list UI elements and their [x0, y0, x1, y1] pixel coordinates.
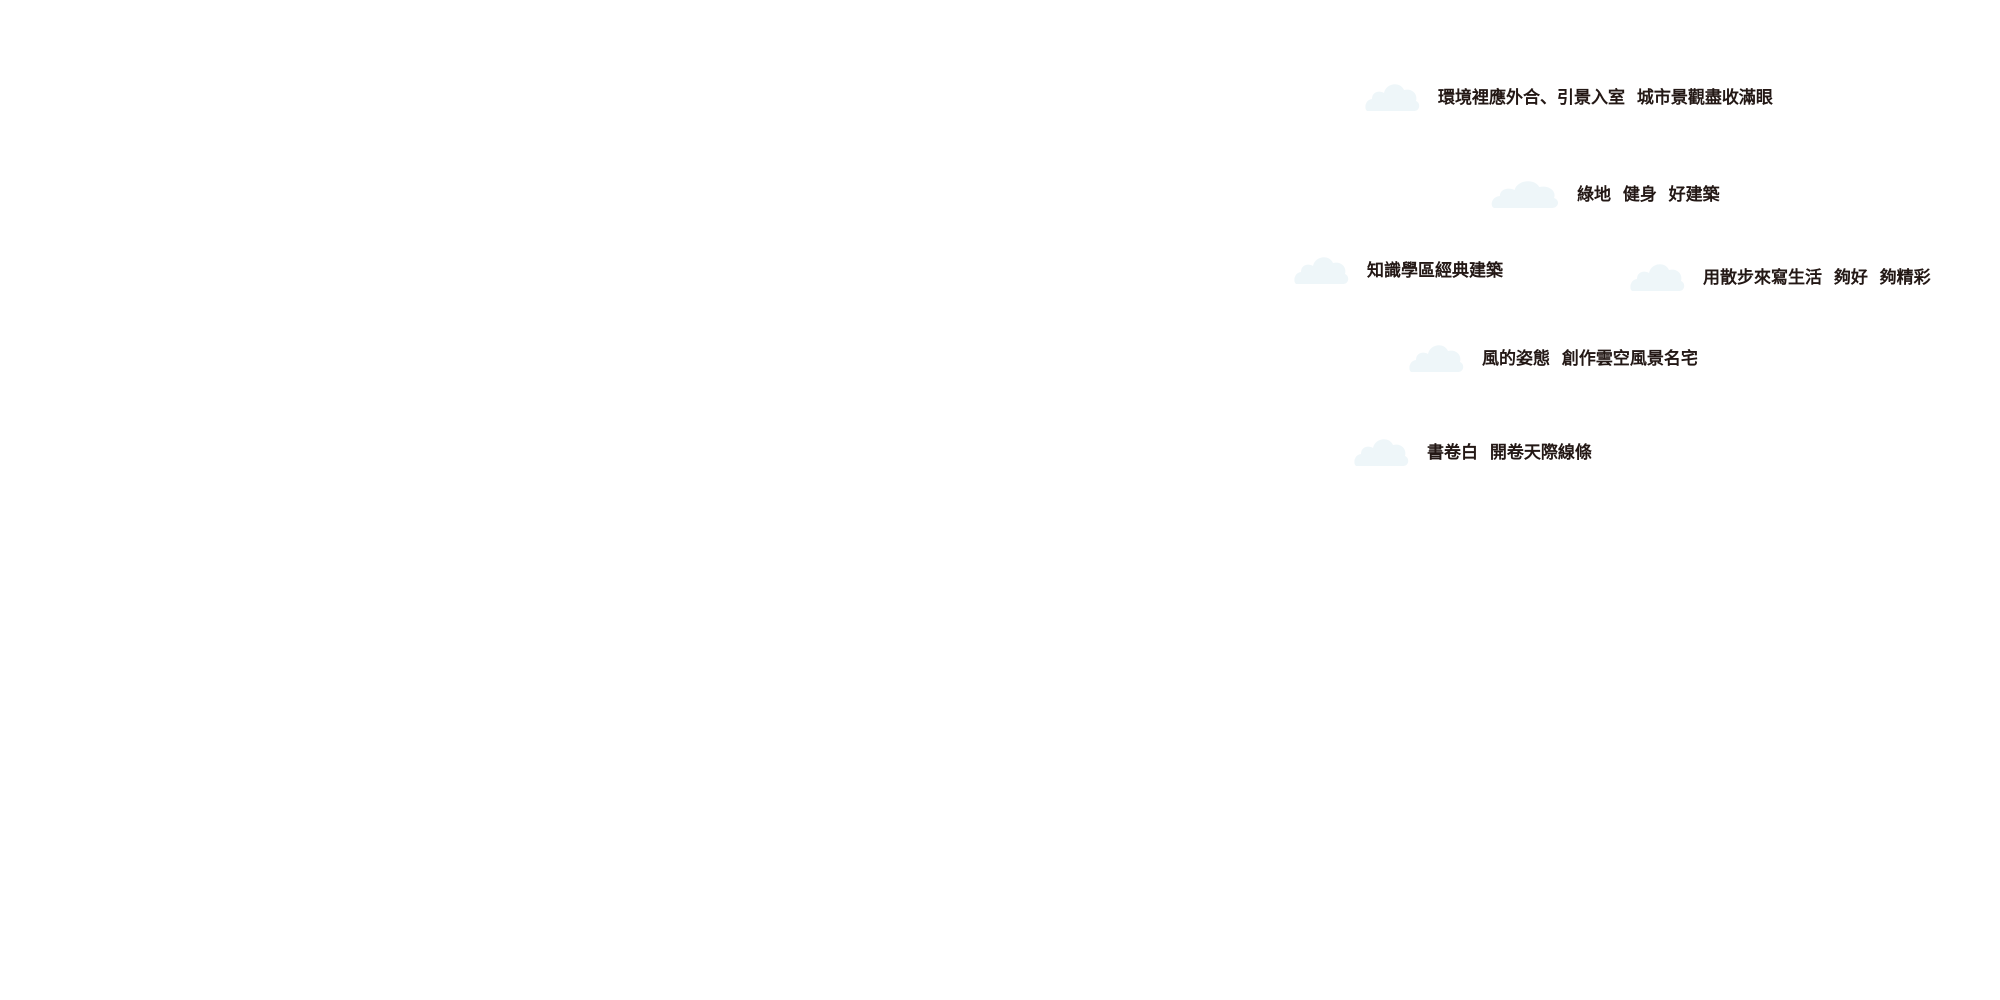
feature-item-5: 風的姿態 創作雲空風景名宅: [1408, 341, 1698, 372]
cloud-icon: [1293, 253, 1349, 284]
cloud-icon: [1353, 435, 1409, 466]
feature-item-2: 綠地 健身 好建築: [1490, 177, 1720, 208]
feature-label: 綠地 健身 好建築: [1577, 185, 1720, 205]
cloud-icon: [1364, 80, 1420, 111]
feature-label: 書卷白 開卷天際線條: [1427, 443, 1592, 463]
feature-item-3: 知識學區經典建築: [1293, 253, 1503, 284]
cloud-icon: [1408, 341, 1464, 372]
feature-label: 用散步來寫生活 夠好 夠精彩: [1703, 268, 1931, 288]
feature-label: 環境裡應外合、引景入室 城市景觀盡收滿眼: [1438, 88, 1773, 108]
feature-item-6: 書卷白 開卷天際線條: [1353, 435, 1592, 466]
feature-label: 風的姿態 創作雲空風景名宅: [1482, 349, 1698, 369]
feature-item-4: 用散步來寫生活 夠好 夠精彩: [1629, 260, 1931, 291]
feature-label: 知識學區經典建築: [1367, 261, 1503, 281]
cloud-icon: [1490, 177, 1559, 208]
feature-item-1: 環境裡應外合、引景入室 城市景觀盡收滿眼: [1364, 80, 1773, 111]
cloud-icon: [1629, 260, 1685, 291]
